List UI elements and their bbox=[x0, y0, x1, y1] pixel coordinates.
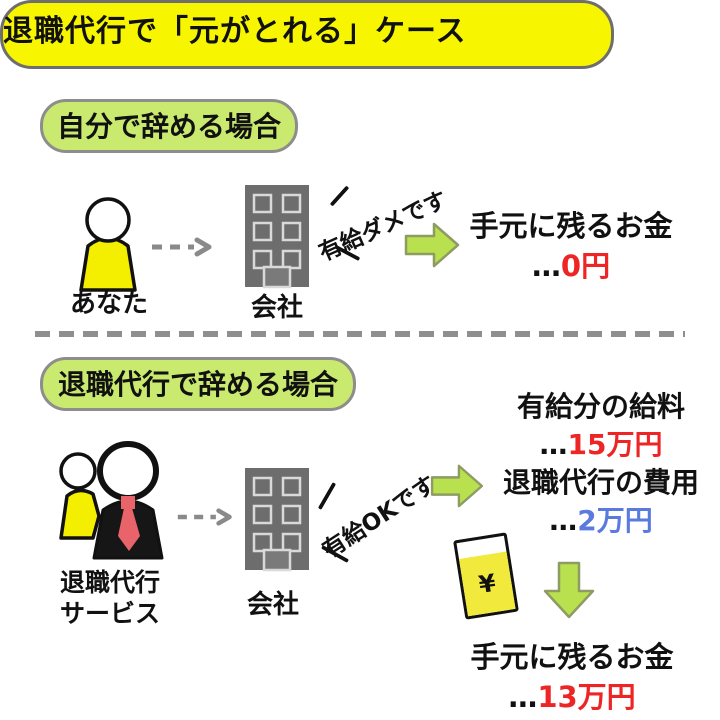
payout-list: 有給分の給料 …15万円 退職代行の費用 …2万円 bbox=[481, 388, 720, 540]
payout-salary-value: 15万円 bbox=[567, 428, 663, 461]
result-agency-block: 手元に残るお金 …13万円 bbox=[427, 637, 717, 717]
office-building-icon bbox=[245, 185, 309, 289]
result-agency-value: 13万円 bbox=[537, 680, 636, 714]
dashed-right-arrow-icon bbox=[177, 508, 232, 526]
result-self-block: 手元に残るお金 …0円 bbox=[451, 206, 691, 286]
actor-agency-label: 退職代行 サービス bbox=[59, 568, 160, 628]
title-banner: 退職代行で「元がとれる」ケース bbox=[0, 0, 614, 69]
green-down-arrow-icon bbox=[543, 561, 595, 619]
payout-fee-label: 退職代行の費用 bbox=[502, 466, 699, 499]
green-right-arrow-icon bbox=[404, 222, 460, 268]
title-text: 退職代行で「元がとれる」ケース bbox=[3, 14, 467, 49]
two-person-icon bbox=[59, 441, 164, 560]
dashed-divider bbox=[35, 331, 685, 337]
speech-dash-top-icon bbox=[329, 185, 350, 207]
glass-liquid: ¥ bbox=[459, 551, 516, 617]
result-self-amount: …0円 bbox=[531, 249, 611, 283]
payout-salary-label: 有給分の給料 bbox=[516, 390, 685, 423]
result-agency-amount: …13万円 bbox=[508, 680, 636, 714]
result-self-label: 手元に残るお金 bbox=[469, 209, 673, 243]
green-right-arrow-icon bbox=[430, 464, 484, 508]
company-agency-label: 会社 bbox=[246, 590, 299, 620]
actor-self-label: あなた bbox=[69, 289, 148, 319]
office-building-icon bbox=[245, 468, 309, 572]
section-self-header-text: 自分で辞める場合 bbox=[56, 110, 281, 143]
payout-fee-amount: …2万円 bbox=[549, 504, 653, 537]
dashed-right-arrow-icon bbox=[152, 237, 212, 257]
person-icon bbox=[79, 197, 137, 292]
payout-salary-amount: …15万円 bbox=[539, 428, 663, 461]
section-agency-header: 退職代行で辞める場合 bbox=[40, 357, 356, 411]
yen-symbol: ¥ bbox=[476, 568, 498, 600]
section-agency-header-text: 退職代行で辞める場合 bbox=[57, 368, 338, 401]
result-self-value: 0円 bbox=[560, 249, 611, 283]
company-self-label: 会社 bbox=[250, 293, 303, 323]
section-self-header: 自分で辞める場合 bbox=[40, 99, 298, 153]
payout-fee-value: 2万円 bbox=[577, 504, 653, 537]
result-agency-label: 手元に残るお金 bbox=[470, 640, 674, 674]
speech-dash-top-icon bbox=[317, 482, 337, 510]
money-glass-icon: ¥ bbox=[453, 532, 519, 620]
